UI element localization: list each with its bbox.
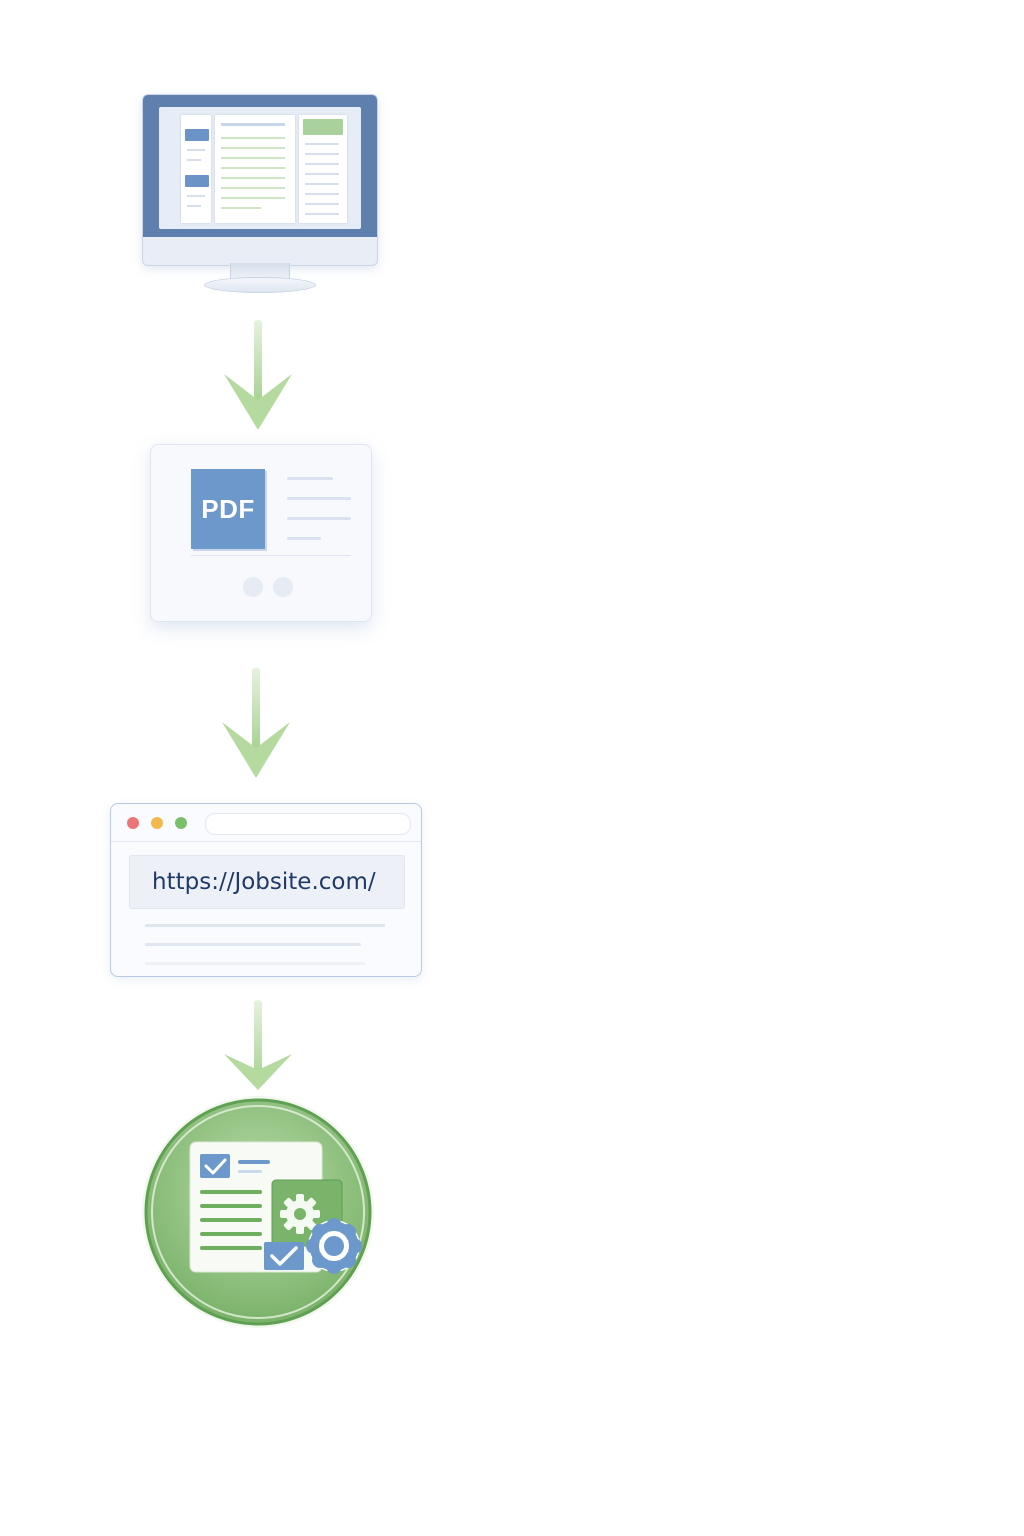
screen-sidebar-tag [185, 129, 209, 141]
screen-line [221, 197, 285, 199]
pdf-text-line [287, 537, 321, 540]
screen-line [221, 137, 285, 139]
screen-line [221, 147, 285, 149]
monitor-bezel [143, 95, 377, 237]
desktop-computer-icon [142, 94, 378, 294]
screen-line [187, 205, 201, 207]
screen-line [221, 157, 285, 159]
down-arrow-icon [224, 320, 292, 430]
page-text-line [145, 924, 385, 927]
down-arrow-icon [224, 1000, 292, 1090]
screen-line [305, 183, 339, 185]
screen-line [221, 207, 261, 209]
screen-line [221, 187, 285, 189]
maximize-dot-icon [175, 817, 187, 829]
pdf-page-dot [273, 577, 293, 597]
monitor-neck [230, 263, 290, 279]
url-box: https://Jobsite.com/ [129, 855, 405, 909]
screen-right-tag [303, 119, 343, 135]
pdf-document-icon: PDF [191, 469, 265, 549]
screen-line [305, 143, 339, 145]
screen-line [305, 203, 339, 205]
browser-address-bar [205, 813, 411, 835]
screen-line [305, 213, 339, 215]
page-text-line [145, 962, 365, 965]
url-text: https://Jobsite.com/ [152, 869, 376, 895]
screen-line [221, 167, 285, 169]
monitor-screen [159, 107, 361, 229]
minimize-dot-icon [151, 817, 163, 829]
pdf-divider [191, 555, 351, 556]
pdf-text-line [287, 497, 351, 500]
pdf-text-line [287, 477, 333, 480]
screen-line [187, 149, 205, 151]
screen-heading [221, 123, 285, 126]
monitor-stand [204, 277, 316, 293]
monitor-body [142, 94, 378, 266]
screen-line [221, 177, 285, 179]
screen-line [305, 163, 339, 165]
browser-toolbar-divider [111, 841, 421, 842]
close-dot-icon [127, 817, 139, 829]
down-arrow-icon [222, 668, 290, 778]
pdf-document-card: PDF [150, 444, 372, 622]
screen-line [305, 193, 339, 195]
web-browser-icon: https://Jobsite.com/ [110, 803, 422, 977]
screen-line [187, 195, 205, 197]
screen-sidebar-tag [185, 175, 209, 187]
screen-line [305, 153, 339, 155]
auto-fill-form-icon [142, 1096, 374, 1328]
page-text-line [145, 943, 361, 946]
pdf-text-line [287, 517, 351, 520]
screen-line [305, 173, 339, 175]
screen-line [187, 159, 201, 161]
pdf-page-dot [243, 577, 263, 597]
screen-document [215, 115, 295, 223]
